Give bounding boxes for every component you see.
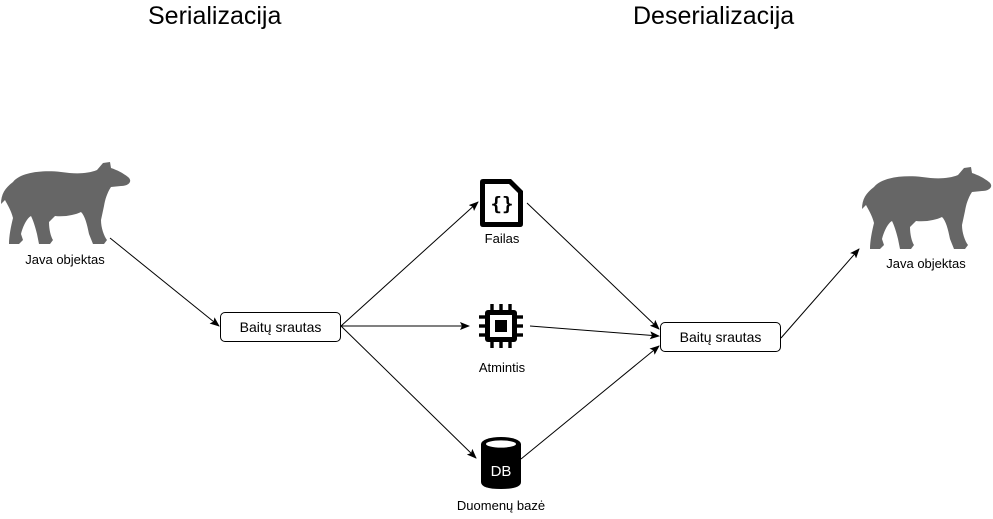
right-object-label: Java objektas <box>886 256 966 271</box>
file-label: Failas <box>484 231 520 246</box>
left-object-label: Java objektas <box>25 252 105 267</box>
bear-icon <box>1 162 131 244</box>
bear-icon <box>862 167 992 249</box>
edge-file-to-stream <box>526 202 660 330</box>
left-stream-node: Baitų srautas <box>220 312 341 342</box>
edge-stream-to-database <box>340 325 477 459</box>
database-label: Duomenų bazė <box>456 498 546 513</box>
json-file-icon: {} <box>480 179 523 227</box>
database-icon: DB <box>481 437 521 489</box>
edge-stream-to-object <box>780 248 860 339</box>
serialization-heading: Serializacija <box>148 2 282 30</box>
deserialization-heading: Deserializacija <box>633 2 795 30</box>
edge-memory-to-stream <box>529 325 660 340</box>
edge-database-to-stream <box>520 345 660 460</box>
left-stream-label: Baitų srautas <box>239 319 322 335</box>
right-stream-label: Baitų srautas <box>679 329 762 345</box>
memory-label: Atmintis <box>478 360 526 375</box>
right-stream-node: Baitų srautas <box>660 322 781 352</box>
cpu-chip-icon <box>479 304 523 348</box>
edge-stream-to-file <box>340 201 479 327</box>
edge-object-to-stream <box>109 237 220 327</box>
svg-text:{}: {} <box>491 193 514 215</box>
svg-text:DB: DB <box>491 463 512 480</box>
